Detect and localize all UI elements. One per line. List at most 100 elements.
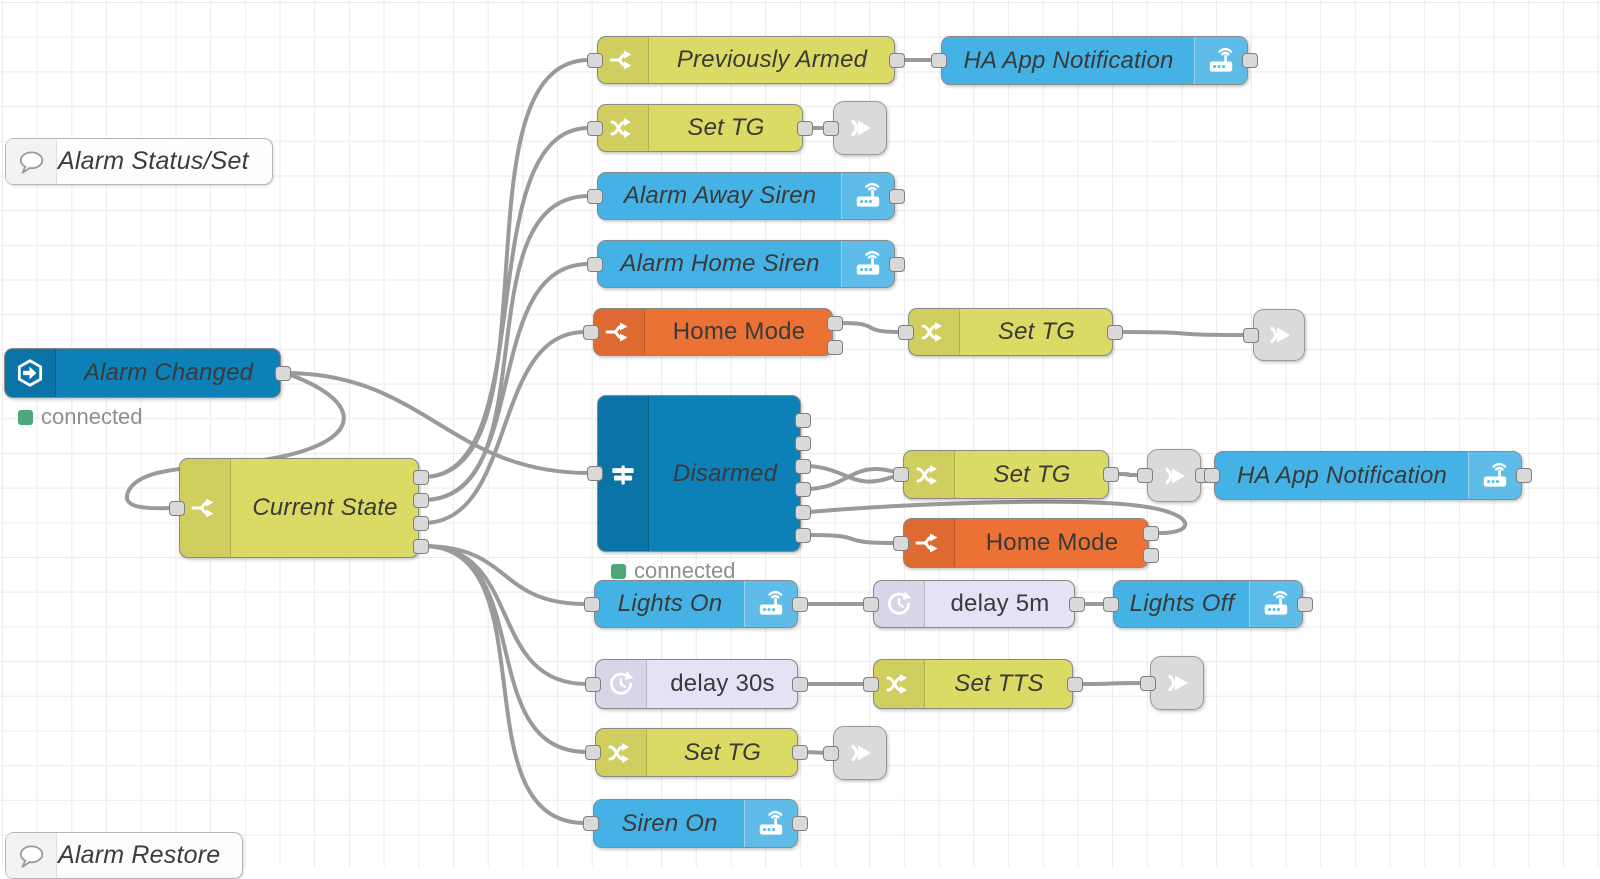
input-port-set-tg-right[interactable] bbox=[898, 325, 914, 340]
node-comment-alarm-status[interactable]: Alarm Status/Set bbox=[5, 138, 273, 185]
wire-set-tts-to-link[interactable] bbox=[1079, 681, 1144, 686]
output-port-delay-30s-0[interactable] bbox=[792, 677, 808, 692]
node-home-mode-mid[interactable]: Home Mode bbox=[893, 518, 1159, 568]
input-port-home-mode-mid[interactable] bbox=[893, 536, 909, 551]
node-comment-alarm-restore[interactable]: Alarm Restore bbox=[5, 832, 243, 879]
wire-alarm-changed-to-disarmed[interactable] bbox=[283, 371, 591, 475]
input-port-link-call-2[interactable] bbox=[1243, 328, 1259, 343]
output-port-siren-on-0[interactable] bbox=[792, 816, 808, 831]
output-port-current-state-0[interactable] bbox=[413, 470, 429, 485]
node-link-call-2[interactable] bbox=[1243, 309, 1305, 361]
node-set-tts[interactable]: Set TTS bbox=[863, 659, 1083, 709]
output-port-ha-app-notification-1-0[interactable] bbox=[1242, 53, 1258, 68]
node-set-tg-right[interactable]: Set TG bbox=[898, 308, 1123, 356]
wire-current-state-to-lights-on[interactable] bbox=[421, 544, 588, 606]
input-port-ha-app-notification-2[interactable] bbox=[1204, 468, 1220, 483]
output-port-set-tg-top-0[interactable] bbox=[797, 121, 813, 136]
output-port-lights-off-0[interactable] bbox=[1297, 597, 1313, 612]
input-port-previously-armed[interactable] bbox=[587, 53, 603, 68]
wire-current-state-to-delay-30s[interactable] bbox=[421, 544, 589, 686]
input-port-siren-on[interactable] bbox=[583, 816, 599, 831]
output-port-current-state-2[interactable] bbox=[413, 516, 429, 531]
input-port-home-mode-top[interactable] bbox=[583, 325, 599, 340]
input-port-link-call-1[interactable] bbox=[823, 121, 839, 136]
node-link-call-4[interactable] bbox=[1140, 656, 1204, 710]
link-out-icon bbox=[834, 727, 886, 779]
input-port-lights-on[interactable] bbox=[584, 597, 600, 612]
wire-home-mode-to-set-tg-right[interactable] bbox=[839, 321, 902, 334]
node-disarmed[interactable]: Disarmed bbox=[587, 395, 811, 552]
node-alarm-away-siren[interactable]: Alarm Away Siren bbox=[587, 172, 905, 220]
output-port-current-state-1[interactable] bbox=[413, 493, 429, 508]
node-current-state[interactable]: Current State bbox=[169, 458, 429, 558]
output-port-previously-armed-0[interactable] bbox=[889, 53, 905, 68]
input-port-set-tg-top[interactable] bbox=[587, 121, 603, 136]
wire-disarmed-out4-to-set-tg[interactable] bbox=[807, 466, 897, 491]
output-port-disarmed-5[interactable] bbox=[795, 528, 811, 543]
wire-current-state-to-siren-on[interactable] bbox=[421, 544, 587, 825]
input-port-delay-5m[interactable] bbox=[863, 597, 879, 612]
output-port-home-mode-mid-0[interactable] bbox=[1143, 526, 1159, 541]
node-set-tg-bottom[interactable]: Set TG bbox=[585, 728, 808, 777]
wire-disarmed-out6-to-home-mode[interactable] bbox=[807, 533, 897, 545]
output-port-current-state-3[interactable] bbox=[413, 539, 429, 554]
output-port-home-mode-mid-1[interactable] bbox=[1143, 548, 1159, 563]
input-port-current-state[interactable] bbox=[169, 501, 185, 516]
wire-current-state-to-alarm-home-siren[interactable] bbox=[421, 262, 591, 502]
input-port-set-tg-bottom[interactable] bbox=[585, 745, 601, 760]
node-link-call-5[interactable] bbox=[823, 726, 887, 780]
output-port-disarmed-1[interactable] bbox=[795, 436, 811, 451]
input-port-lights-off[interactable] bbox=[1103, 597, 1119, 612]
wire-disarmed-out5-loop[interactable] bbox=[807, 499, 1188, 536]
wire-current-state-to-set-tg-top[interactable] bbox=[421, 126, 591, 479]
output-port-disarmed-2[interactable] bbox=[795, 459, 811, 474]
output-port-disarmed-0[interactable] bbox=[795, 413, 811, 428]
output-port-set-tg-mid-0[interactable] bbox=[1103, 467, 1119, 482]
output-port-lights-on-0[interactable] bbox=[792, 597, 808, 612]
node-lights-off[interactable]: Lights Off bbox=[1103, 580, 1313, 628]
node-home-mode-top[interactable]: Home Mode bbox=[583, 308, 843, 356]
input-port-alarm-away-siren[interactable] bbox=[587, 189, 603, 204]
node-delay-5m[interactable]: delay 5m bbox=[863, 580, 1085, 628]
node-siren-on[interactable]: Siren On bbox=[583, 799, 808, 848]
output-port-set-tts-0[interactable] bbox=[1067, 677, 1083, 692]
input-port-disarmed[interactable] bbox=[587, 466, 603, 481]
fork-icon bbox=[598, 37, 649, 83]
node-lights-on[interactable]: Lights On bbox=[584, 580, 808, 628]
node-ha-app-notification-2[interactable]: HA App Notification bbox=[1204, 451, 1532, 500]
input-port-alarm-home-siren[interactable] bbox=[587, 257, 603, 272]
wire-disarmed-out3-to-set-tg[interactable] bbox=[807, 464, 897, 484]
wire-set-tg-mid-to-link[interactable] bbox=[1115, 472, 1141, 477]
node-ha-app-notification-1[interactable]: HA App Notification bbox=[931, 36, 1258, 85]
output-port-home-mode-top-1[interactable] bbox=[827, 340, 843, 355]
input-port-link-call-4[interactable] bbox=[1140, 676, 1156, 691]
output-port-disarmed-4[interactable] bbox=[795, 505, 811, 520]
wire-set-tg-right-to-link[interactable] bbox=[1119, 330, 1247, 337]
input-port-link-call-3[interactable] bbox=[1137, 468, 1153, 483]
output-port-alarm-changed-0[interactable] bbox=[275, 366, 291, 381]
input-port-link-call-5[interactable] bbox=[823, 746, 839, 761]
wire-current-state-to-home-mode[interactable] bbox=[421, 330, 587, 525]
node-link-call-1[interactable] bbox=[823, 101, 887, 155]
input-port-set-tts[interactable] bbox=[863, 677, 879, 692]
output-port-ha-app-notification-2-0[interactable] bbox=[1516, 468, 1532, 483]
output-port-delay-5m-0[interactable] bbox=[1069, 597, 1085, 612]
output-port-set-tg-right-0[interactable] bbox=[1107, 325, 1123, 340]
node-alarm-home-siren[interactable]: Alarm Home Siren bbox=[587, 240, 905, 288]
output-port-alarm-home-siren-0[interactable] bbox=[889, 257, 905, 272]
node-set-tg-mid[interactable]: Set TG bbox=[893, 450, 1119, 499]
node-previously-armed[interactable]: Previously Armed bbox=[587, 36, 905, 84]
output-port-disarmed-3[interactable] bbox=[795, 482, 811, 497]
node-alarm-changed[interactable]: Alarm Changed bbox=[4, 348, 291, 398]
output-port-alarm-away-siren-0[interactable] bbox=[889, 189, 905, 204]
node-delay-30s[interactable]: delay 30s bbox=[585, 659, 808, 709]
input-port-ha-app-notification-1[interactable] bbox=[931, 53, 947, 68]
node-link-call-3[interactable] bbox=[1137, 449, 1211, 502]
output-port-set-tg-bottom-0[interactable] bbox=[792, 745, 808, 760]
node-label-disarmed: Disarmed bbox=[672, 459, 778, 487]
input-port-delay-30s[interactable] bbox=[585, 677, 601, 692]
output-port-home-mode-top-0[interactable] bbox=[827, 316, 843, 331]
input-port-set-tg-mid[interactable] bbox=[893, 467, 909, 482]
node-set-tg-top[interactable]: Set TG bbox=[587, 104, 813, 152]
